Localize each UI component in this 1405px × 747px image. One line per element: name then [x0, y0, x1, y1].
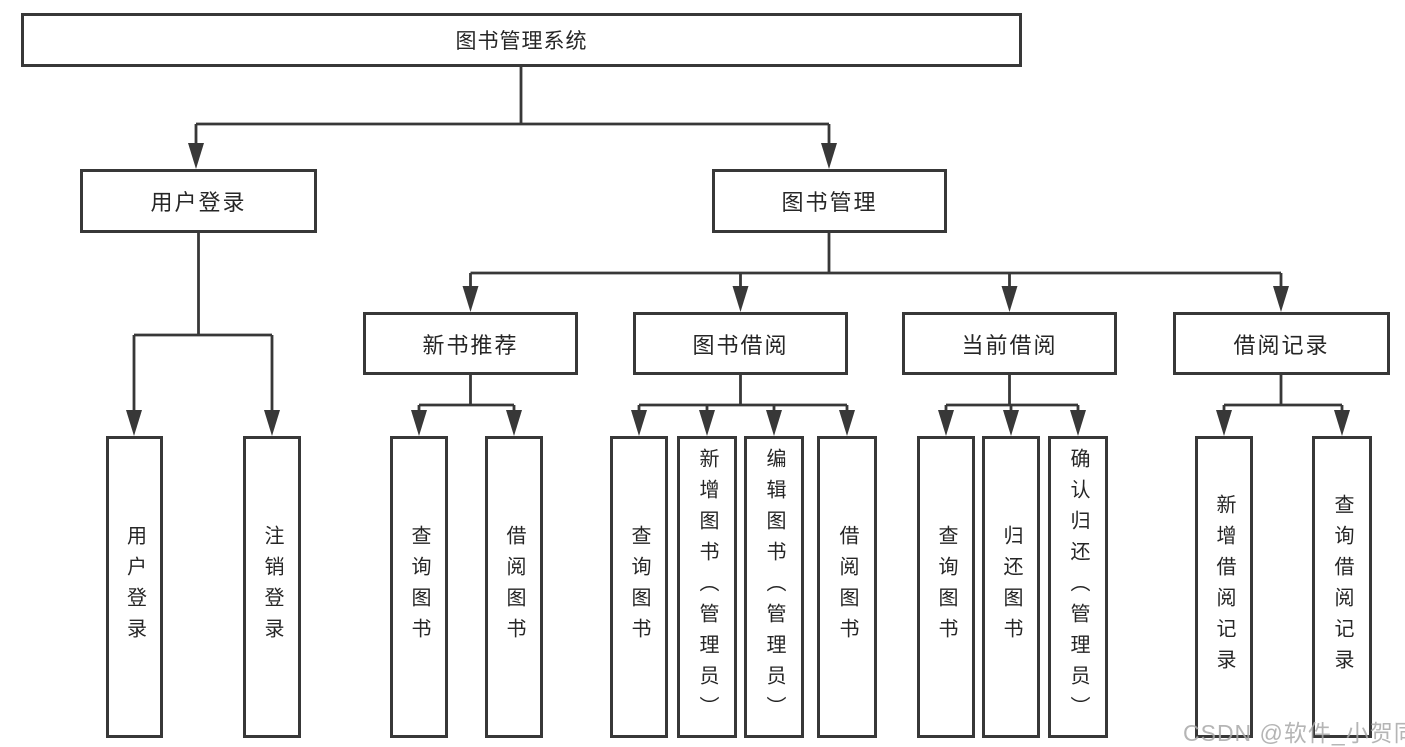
leaf-query-books-borrow: 查询图书 — [610, 436, 668, 738]
node-current-borrowing: 当前借阅 — [902, 312, 1117, 375]
node-borrowing-records: 借阅记录 — [1173, 312, 1390, 375]
leaf-query-borrow-record: 查询借阅记录 — [1312, 436, 1372, 738]
node-library-management-system: 图书管理系统 — [21, 13, 1022, 67]
node-book-borrowing: 图书借阅 — [633, 312, 848, 375]
node-book-management: 图书管理 — [712, 169, 947, 233]
node-user-login: 用户登录 — [80, 169, 317, 233]
leaf-borrow-books-recommend: 借阅图书 — [485, 436, 543, 738]
leaf-borrow-books: 借阅图书 — [817, 436, 877, 738]
leaf-user-login: 用户登录 — [106, 436, 163, 738]
leaf-logout: 注销登录 — [243, 436, 301, 738]
node-new-book-recommendation: 新书推荐 — [363, 312, 578, 375]
csdn-watermark: CSDN @软件_小贺同学 — [1183, 720, 1405, 746]
leaf-return-book: 归还图书 — [982, 436, 1040, 738]
leaf-add-borrow-record: 新增借阅记录 — [1195, 436, 1253, 738]
leaf-query-books-recommend: 查询图书 — [390, 436, 448, 738]
leaf-query-books-current: 查询图书 — [917, 436, 975, 738]
leaf-add-book-admin: 新增图书（管理员） — [677, 436, 737, 738]
leaf-edit-book-admin: 编辑图书（管理员） — [744, 436, 804, 738]
leaf-confirm-return-admin: 确认归还（管理员） — [1048, 436, 1108, 738]
